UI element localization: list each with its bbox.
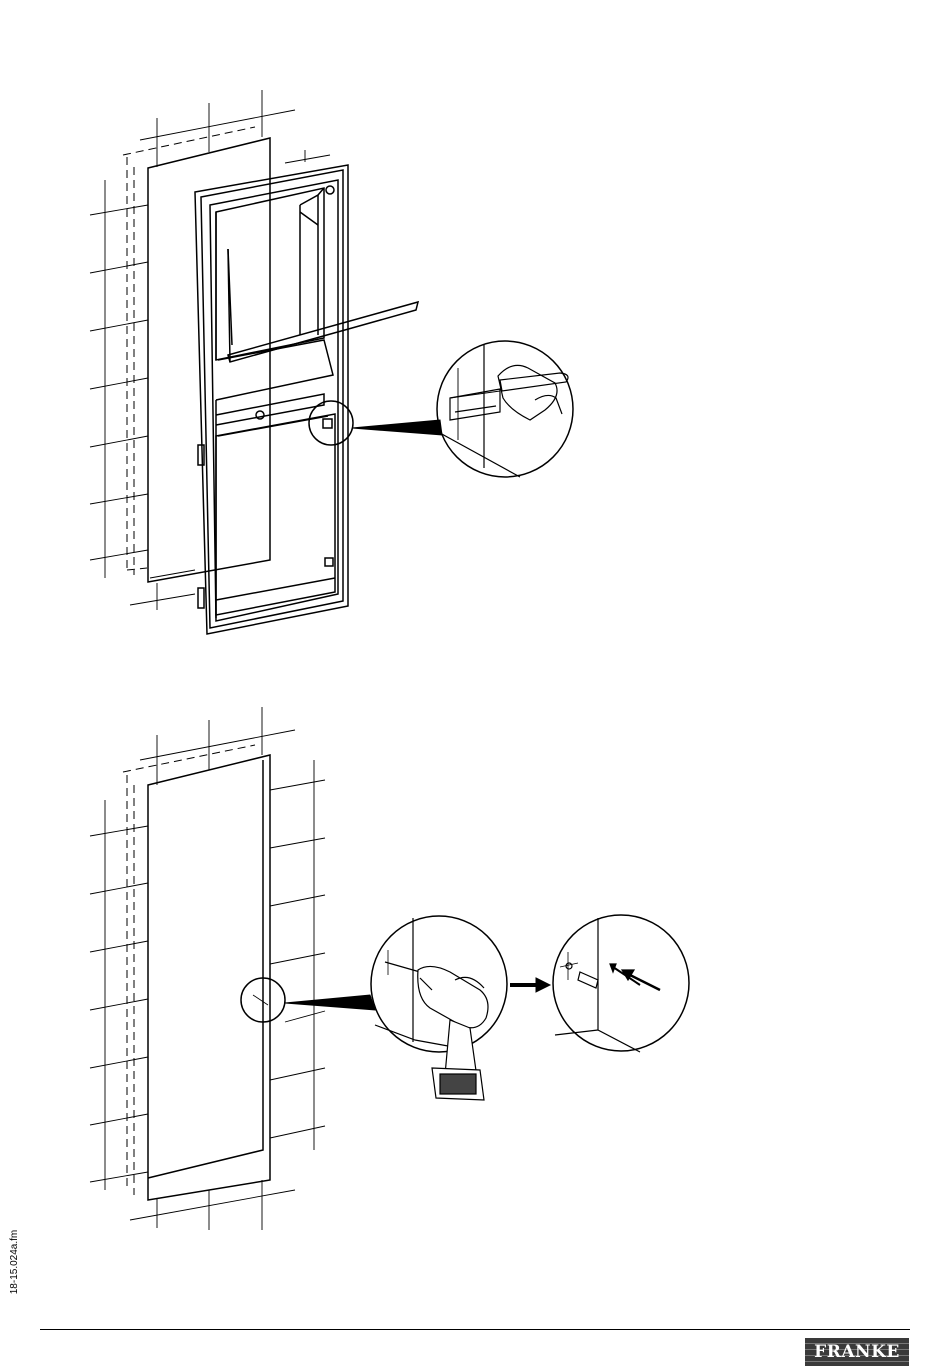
wall-grid-lines	[90, 90, 330, 610]
franke-logo: FRANKE	[805, 1338, 909, 1366]
wall-cutout-dashed	[123, 127, 255, 575]
wall-opening	[148, 755, 270, 1200]
wall-grid-lines-2	[90, 707, 325, 1230]
shelf	[228, 249, 418, 362]
file-reference-label: 18-15.024a.fm	[9, 1222, 23, 1302]
wall-cutout-dashed-2	[123, 745, 263, 1195]
arrow-right-icon	[510, 978, 550, 992]
leader-connector-2	[285, 995, 375, 1010]
mounting-hole-highlight	[309, 401, 353, 445]
detail-zoom-drill	[371, 916, 507, 1100]
logo-text: FRANKE	[814, 1342, 900, 1362]
footer-divider	[40, 1329, 910, 1330]
detail-zoom-anchor	[553, 915, 689, 1052]
leader-connector	[352, 420, 442, 435]
detail-zoom-pencil-level	[437, 341, 573, 477]
recessed-frame	[195, 165, 348, 634]
